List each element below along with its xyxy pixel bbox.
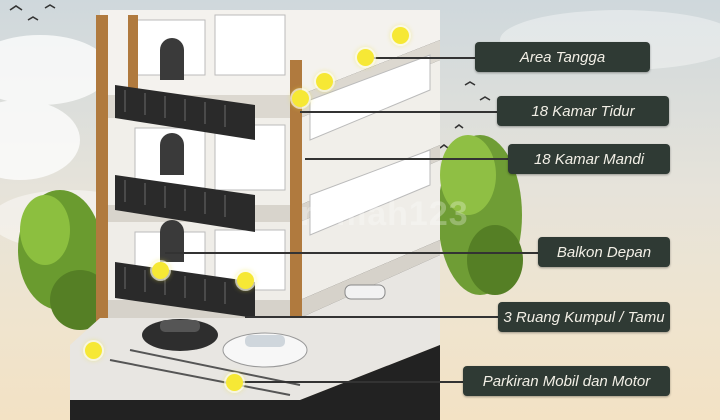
- parking-floor: [70, 255, 440, 400]
- label-area-tangga: Area Tangga: [475, 42, 650, 72]
- dark-car: [142, 319, 218, 351]
- leader-line-parkiran: [235, 381, 465, 383]
- arched-windows: [160, 38, 184, 262]
- wood-facade: [96, 15, 302, 345]
- motorbike: [344, 284, 386, 300]
- tree-left: [18, 190, 110, 330]
- birds: [9, 4, 491, 149]
- marker-dot: [357, 49, 374, 66]
- marker-dot: [392, 27, 409, 44]
- leader-line-balkon: [165, 252, 540, 254]
- marker-dot: [85, 342, 102, 359]
- leader-line-ruang-kumpul: [245, 316, 500, 318]
- label-ruang-kumpul: 3 Ruang Kumpul / Tamu: [498, 302, 670, 332]
- leader-line-kamar-tidur: [300, 111, 500, 113]
- label-balkon-depan: Balkon Depan: [538, 237, 670, 267]
- marker-dot: [237, 272, 254, 289]
- marker-dot: [226, 374, 243, 391]
- balcony-railings: [124, 90, 226, 304]
- white-car: [222, 332, 308, 368]
- leader-line-tangga: [370, 57, 480, 59]
- marker-dot: [292, 90, 309, 107]
- leader-line-kamar-mandi: [305, 158, 510, 160]
- label-kamar-tidur: 18 Kamar Tidur: [497, 96, 669, 126]
- parking-stripes: [109, 349, 301, 396]
- marker-dot: [316, 73, 333, 90]
- ground-base: [70, 345, 440, 420]
- marker-dot: [152, 262, 169, 279]
- label-kamar-mandi: 18 Kamar Mandi: [508, 144, 670, 174]
- tree-right: [438, 135, 523, 295]
- label-parkiran: Parkiran Mobil dan Motor: [463, 366, 670, 396]
